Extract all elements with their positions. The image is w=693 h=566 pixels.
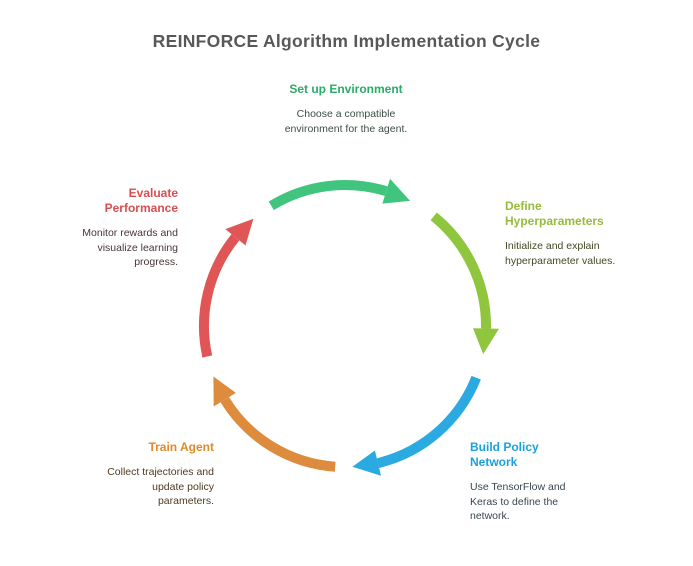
step-description: Choose a compatible environment for the … (284, 108, 408, 135)
step-heading: Train Agent (148, 440, 214, 454)
evaluate-performance-arrowhead-icon (225, 218, 254, 246)
step-build-policy-network: Build Policy Network Use TensorFlow and … (470, 440, 570, 524)
step-description: Monitor rewards and visualize learning p… (82, 227, 178, 268)
train-agent-arrowhead-icon (213, 376, 236, 407)
build-policy-network-arrow-arc (376, 375, 481, 468)
set-up-environment-arrow-arc (268, 180, 388, 211)
step-heading: Define Hyperparameters (505, 199, 604, 228)
define-hyperparameters-arrowhead-icon (473, 328, 499, 355)
step-evaluate-performance: Evaluate Performance Monitor rewards and… (78, 186, 178, 270)
step-description: Initialize and explain hyperparameter va… (505, 240, 616, 267)
train-agent-arrow-arc (220, 397, 336, 472)
step-train-agent: Train Agent Collect trajectories and upd… (106, 440, 214, 509)
step-heading: Set up Environment (289, 82, 403, 96)
step-description: Use TensorFlow and Keras to define the n… (470, 481, 566, 522)
step-description: Collect trajectories and update policy p… (107, 466, 214, 507)
set-up-environment-arrowhead-icon (382, 178, 411, 204)
step-heading: Evaluate Performance (104, 186, 178, 215)
evaluate-performance-arrow-arc (198, 234, 240, 358)
define-hyperparameters-arrow-arc (430, 212, 492, 329)
page-title: REINFORCE Algorithm Implementation Cycle (152, 31, 541, 51)
step-heading: Build Policy Network (470, 440, 539, 469)
build-policy-network-arrowhead-icon (352, 450, 381, 476)
step-define-hyperparameters: Define Hyperparameters Initialize and ex… (505, 199, 623, 268)
step-set-up-environment: Set up Environment Choose a compatible e… (284, 82, 408, 136)
